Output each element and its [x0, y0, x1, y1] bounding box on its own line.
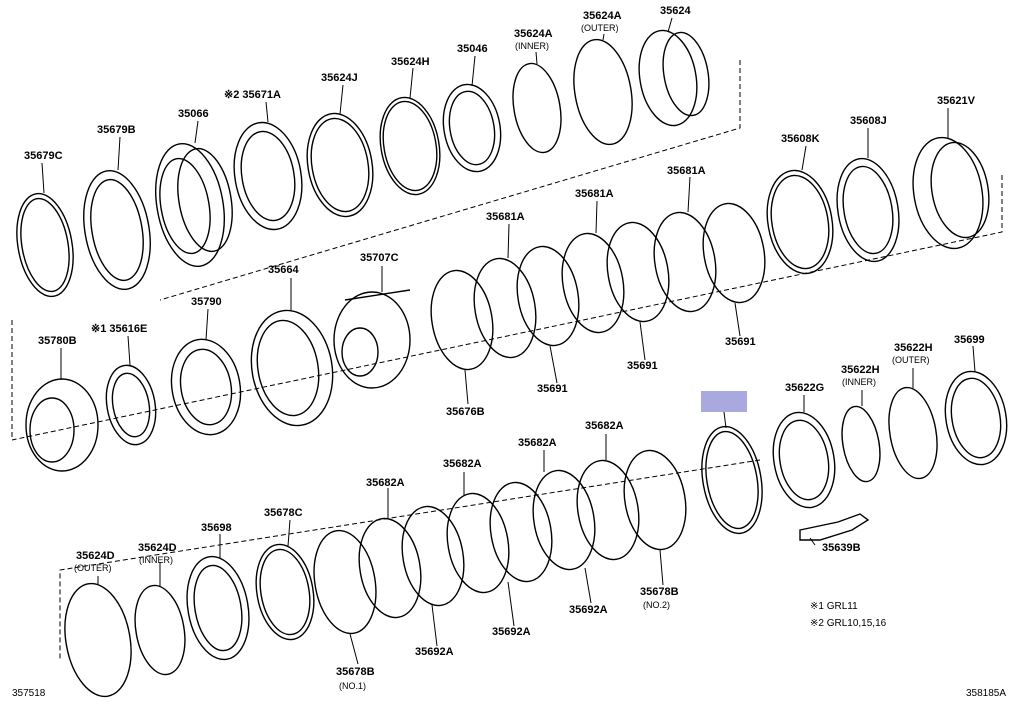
- label-35678B-no1-sub: (NO.1): [339, 681, 366, 691]
- part-35624A-inner: [512, 62, 562, 154]
- label-35624D-outer[interactable]: 35624D: [76, 550, 115, 562]
- label-35698[interactable]: 35698: [201, 522, 232, 534]
- part-35066: [155, 142, 233, 268]
- label-35616E[interactable]: ※1 35616E: [91, 323, 148, 335]
- label-35692A-1[interactable]: 35692A: [415, 646, 454, 658]
- label-35622H-outer-sub: (OUTER): [892, 355, 930, 365]
- label-35691-1[interactable]: 35691: [537, 383, 568, 395]
- part-35608J: [836, 157, 900, 263]
- label-35681A-3[interactable]: 35681A: [667, 165, 706, 177]
- label-35678B-no1[interactable]: 35678B: [336, 666, 375, 678]
- label-35624A-inner-sub: (INNER): [515, 41, 549, 51]
- part-35621V: [912, 136, 990, 250]
- label-35624A-outer-sub: (OUTER): [581, 23, 619, 33]
- label-35664[interactable]: 35664: [268, 264, 299, 276]
- label-35682A-3[interactable]: 35682A: [518, 437, 557, 449]
- label-35678C[interactable]: 35678C: [264, 507, 303, 519]
- label-35624D-outer-sub: (OUTER): [74, 563, 112, 573]
- part-35624A-outer: [573, 38, 633, 146]
- label-35622H-inner-sub: (INNER): [842, 377, 876, 387]
- label-35682A-1[interactable]: 35682A: [366, 477, 405, 489]
- part-35679B: [83, 169, 151, 291]
- part-35622H-outer: [888, 386, 938, 480]
- label-35066[interactable]: 35066: [178, 108, 209, 120]
- label-35624D-inner-sub: (INNER): [139, 555, 173, 565]
- label-35622H-outer[interactable]: 35622H: [894, 342, 933, 354]
- label-35780B[interactable]: 35780B: [38, 335, 77, 347]
- label-35682A-2[interactable]: 35682A: [443, 458, 482, 470]
- label-35678B-no2-sub: (NO.2): [643, 600, 670, 610]
- label-35046[interactable]: 35046: [457, 43, 488, 55]
- label-35676B[interactable]: 35676B: [446, 406, 485, 418]
- label-35622H-inner[interactable]: 35622H: [841, 364, 880, 376]
- label-35624J[interactable]: 35624J: [321, 72, 358, 84]
- leader-lines: [41, 17, 976, 665]
- label-35622G[interactable]: 35622G: [785, 382, 825, 394]
- part-35780B: [25, 378, 99, 472]
- note-2: ※2 GRL10,15,16: [810, 618, 887, 629]
- part-35624J: [306, 112, 374, 218]
- label-35608J[interactable]: 35608J: [850, 115, 887, 127]
- part-35616E: [105, 364, 157, 446]
- part-35682A-discs: [313, 449, 687, 635]
- label-35692A-3[interactable]: 35692A: [569, 604, 608, 616]
- label-35678B-no2[interactable]: 35678B: [640, 586, 679, 598]
- label-35681A-1[interactable]: 35681A: [486, 211, 525, 223]
- part-35639B: [799, 513, 870, 541]
- part-35699: [944, 370, 1008, 466]
- label-35679C[interactable]: 35679C: [24, 150, 63, 162]
- part-35664: [250, 309, 334, 427]
- label-35624A-inner[interactable]: 35624A: [514, 28, 553, 40]
- part-35678C: [255, 543, 315, 641]
- label-35679B[interactable]: 35679B: [97, 124, 136, 136]
- part-35698: [186, 555, 250, 661]
- part-35790: [170, 338, 242, 436]
- part-35679C: [16, 192, 74, 298]
- label-35699[interactable]: 35699: [954, 334, 985, 346]
- label-35624D-inner[interactable]: 35624D: [138, 542, 177, 554]
- part-35608K: [766, 169, 834, 275]
- note-1: ※1 GRL11: [810, 601, 858, 612]
- highlighted-part-marker[interactable]: [701, 391, 747, 412]
- part-35046: [442, 83, 502, 173]
- label-35624H[interactable]: 35624H: [391, 56, 430, 68]
- label-35624[interactable]: 35624: [660, 5, 691, 17]
- label-35692A-2[interactable]: 35692A: [492, 626, 531, 638]
- label-35682A-4[interactable]: 35682A: [585, 420, 624, 432]
- part-highlighted-ring: [701, 425, 763, 535]
- part-35624D-outer: [64, 582, 132, 698]
- part-35624H: [379, 96, 441, 196]
- footer-left-code: 357518: [12, 688, 46, 699]
- footer-right-code: 358185A: [966, 688, 1007, 699]
- part-35624D-inner: [134, 584, 186, 676]
- part-35671A: [233, 121, 303, 231]
- label-35691-3[interactable]: 35691: [725, 336, 756, 348]
- label-35681A-2[interactable]: 35681A: [575, 188, 614, 200]
- label-35608K[interactable]: 35608K: [781, 133, 820, 145]
- label-35671A[interactable]: ※2 35671A: [224, 89, 281, 101]
- label-35639B[interactable]: 35639B: [822, 542, 861, 554]
- label-35691-2[interactable]: 35691: [627, 360, 658, 372]
- label-35790[interactable]: 35790: [191, 296, 222, 308]
- part-35622G: [772, 411, 836, 509]
- part-35681A-discs: [430, 202, 766, 371]
- part-35707C: [333, 289, 411, 389]
- label-35624A-outer[interactable]: 35624A: [583, 10, 622, 22]
- part-35622H-inner: [841, 405, 881, 483]
- label-35707C[interactable]: 35707C: [360, 252, 399, 264]
- part-35624: [638, 29, 710, 127]
- label-35621V[interactable]: 35621V: [937, 95, 975, 107]
